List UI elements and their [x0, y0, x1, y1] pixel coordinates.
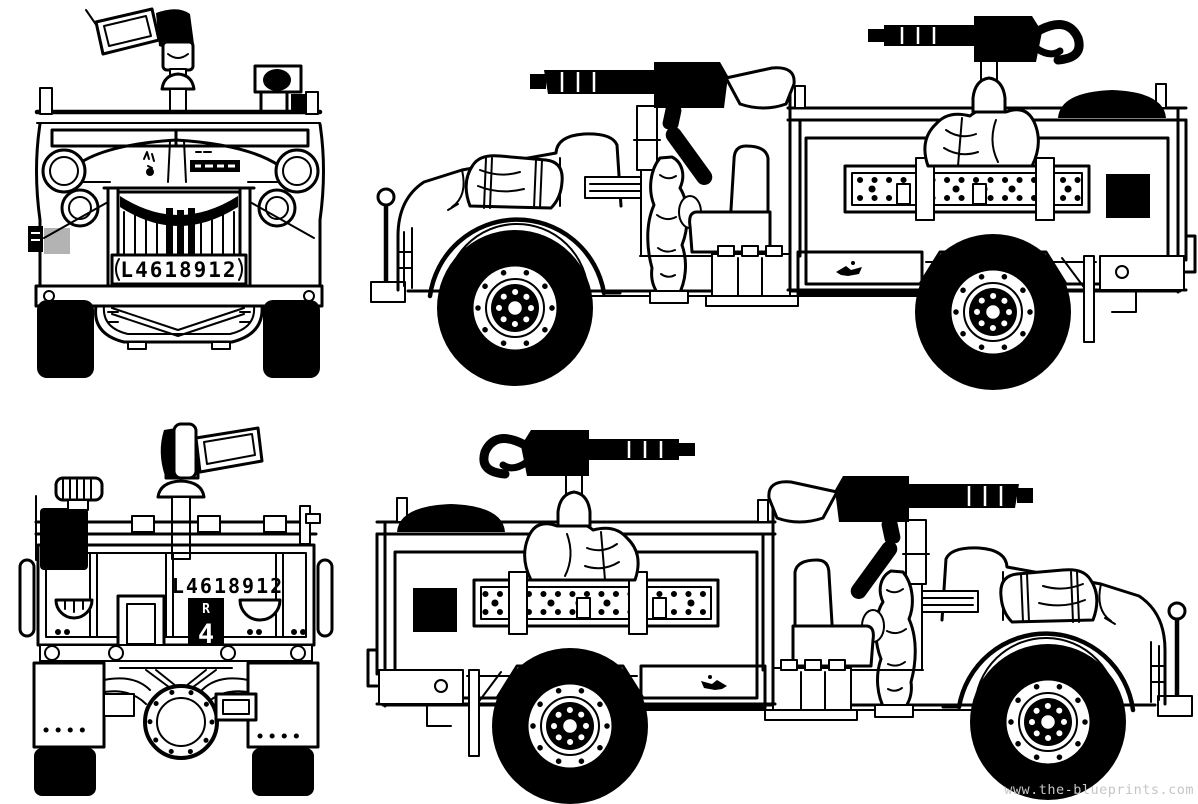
- rear-lower-rail: [39, 644, 313, 662]
- front-body: [34, 87, 325, 288]
- rear-axle-assembly: [103, 667, 258, 760]
- fender-marker-lines: [31, 232, 40, 241]
- watermark-text: www.the-blueprints.com: [1004, 782, 1194, 798]
- side-view-right-drawing: [371, 16, 1195, 390]
- front-pedestal-gun-icon: [85, 7, 196, 114]
- front-license-plate: L4618912: [110, 253, 248, 286]
- rear-right-tire: [252, 748, 314, 796]
- front-right-tire: [263, 300, 320, 378]
- front-undercarriage: [94, 304, 264, 350]
- front-left-tire: [37, 300, 94, 378]
- rear-top-rail: [34, 505, 321, 545]
- hood-stencil-marks: [143, 151, 240, 176]
- unit-letter: R: [202, 602, 210, 617]
- formation-sign-patch: [44, 228, 70, 254]
- unit-number: 4: [198, 619, 214, 650]
- rear-gun-seen-from-front: [253, 64, 313, 114]
- front-view-drawing: L4618912: [28, 7, 325, 378]
- rear-view-drawing: L4618912 R 4: [18, 422, 334, 796]
- front-bumper: [34, 284, 324, 308]
- rear-side-boards: [18, 558, 334, 638]
- rear-unit-marking: R 4: [188, 598, 224, 650]
- rear-pedestal-gun-icon: [156, 422, 264, 560]
- rear-left-tire: [34, 748, 96, 796]
- side-view-left-drawing: [368, 430, 1192, 804]
- front-license-plate-text: L4618912: [120, 258, 237, 282]
- rear-license-plate-text: L4618912: [172, 574, 284, 598]
